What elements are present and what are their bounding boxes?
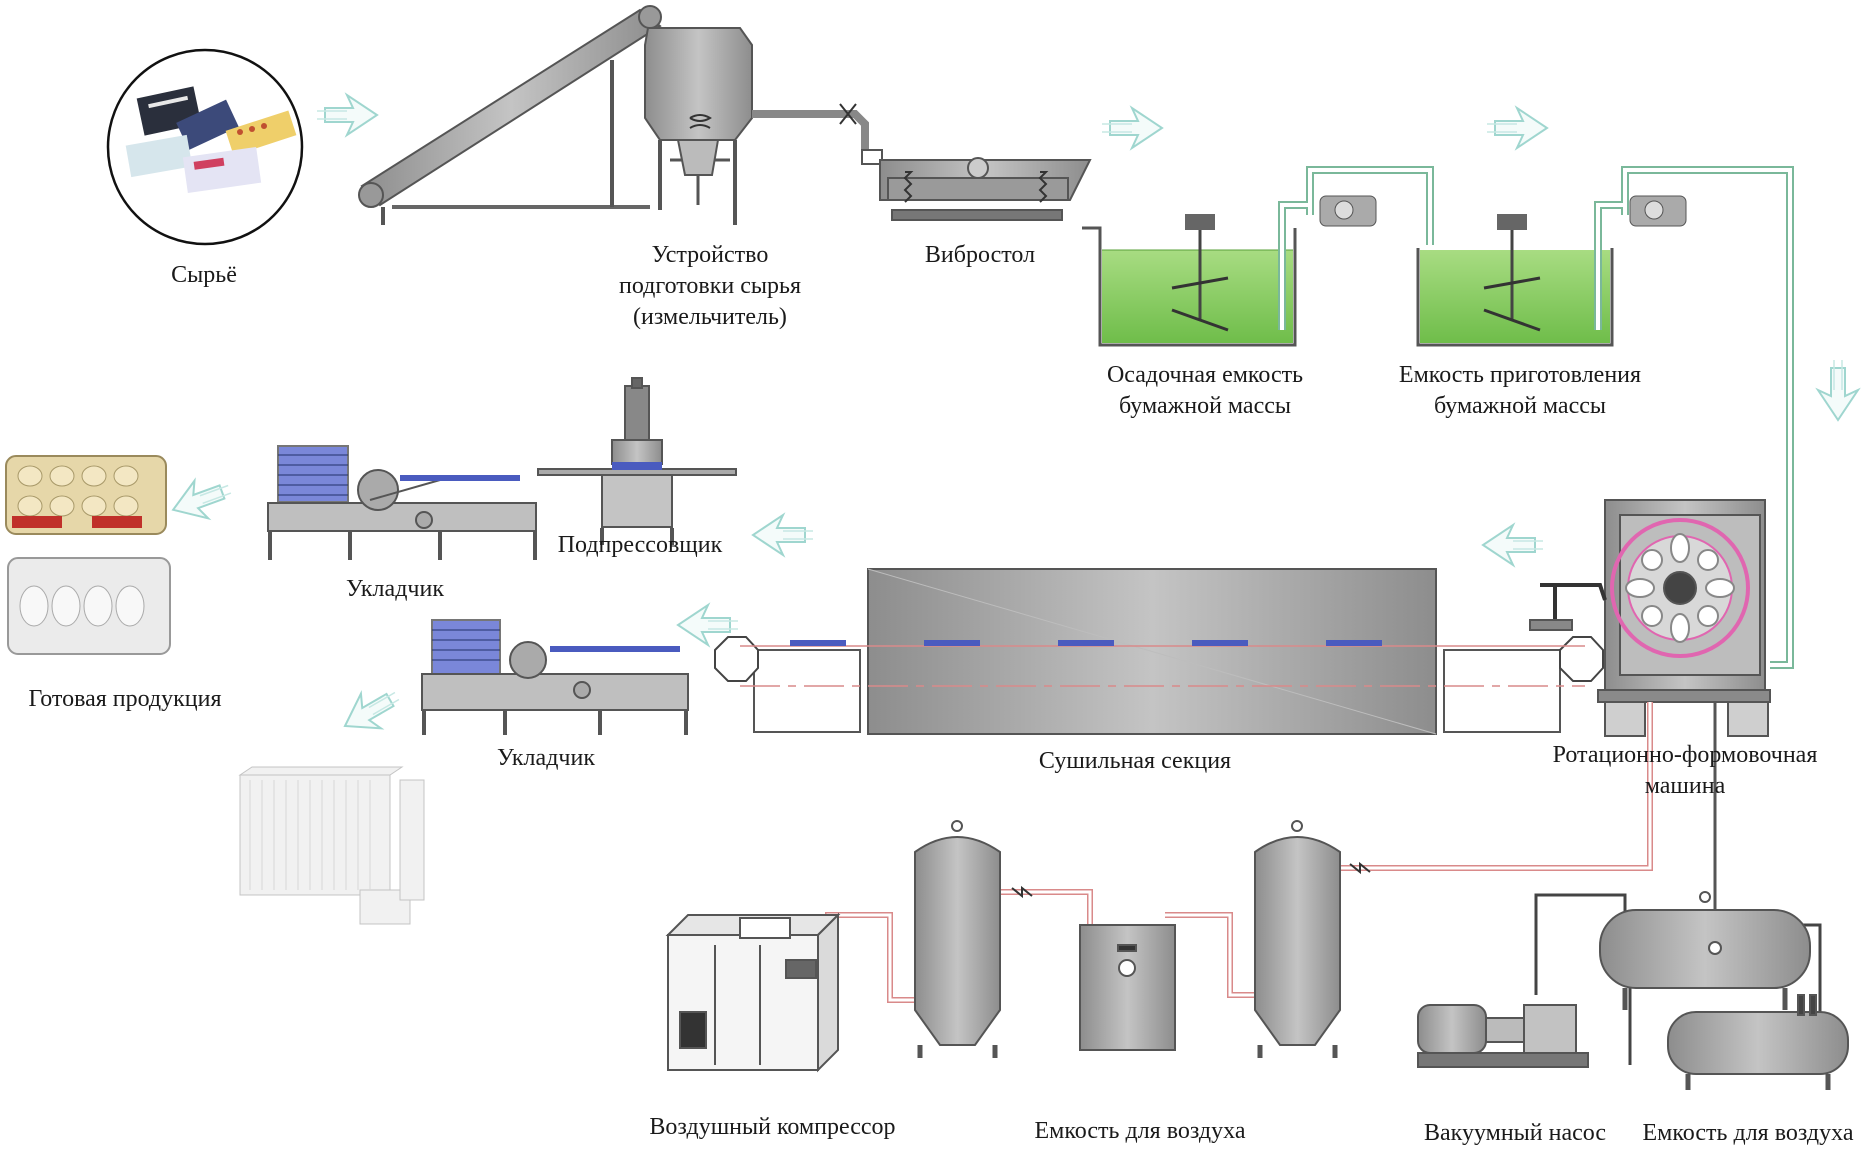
air-tank-right-text: Емкость для воздуха [1642,1120,1854,1146]
arrow-right-icon [1101,107,1163,149]
finished-products-label: Готовая продукция [10,684,240,715]
air-tank-mid-text: Емкость для воздуха [1034,1118,1246,1144]
air-compressor-text: Воздушный компрессор [649,1114,896,1140]
arrow-down-icon [1817,359,1859,421]
settling-tank-label: Осадочная емкость бумажной массы [1080,360,1330,422]
rotary-forming-machine [1529,499,1771,925]
crusher-assembly [358,5,869,225]
raw-material-illustration [106,48,304,246]
arrow-left-icon [165,469,238,530]
crusher-text-line3: (измельчитель) [633,304,787,330]
crusher-label: Устройство подготовки сырья (измельчител… [580,240,840,333]
arrow-left-icon [1482,524,1544,566]
drying-section-oven [714,568,1604,735]
vacuum-pump-label: Вакуумный насос [1405,1118,1625,1149]
air-tank-mid-label: Емкость для воздуха [1000,1116,1280,1147]
air-compressor-label: Воздушный компрессор [625,1112,920,1143]
stacker-top-label: Укладчик [325,574,465,605]
crusher-text-line1: Устройство [651,242,769,268]
settling-tank-text-line1: Осадочная емкость [1106,362,1304,388]
vacuum-pump-text: Вакуумный насос [1423,1120,1607,1146]
hot-press-text: Подпрессовщик [557,532,723,558]
stacker-bottom-machine [421,619,689,735]
crusher-text-line2: подготовки сырья [618,273,802,299]
settling-tank [1082,166,1434,347]
pulp-prep-tank [1416,166,1794,669]
finished-products-illustration [5,455,425,925]
settling-tank-text-line2: бумажной массы [1118,393,1292,419]
vibro-table-machine [861,149,1092,221]
stacker-top-text: Укладчик [346,576,444,602]
arrow-right-icon [1486,107,1548,149]
drying-section-text: Сушильная секция [1038,748,1232,774]
arrow-right-icon [316,94,378,136]
rotary-machine-text-line2: машина [1644,773,1726,799]
hot-press-machine [537,377,737,545]
raw-material-text: Сырьё [171,262,237,288]
finished-products-text: Готовая продукция [28,686,222,712]
air-tank-right-label: Емкость для воздуха [1628,1118,1868,1149]
vibro-table-label: Вибростол [900,240,1060,271]
vibro-table-text: Вибростол [924,242,1036,268]
vacuum-system [1417,891,1849,1090]
stacker-top-machine [267,445,537,560]
stacker-bottom-label: Укладчик [476,743,616,774]
pulp-prep-tank-text-line2: бумажной массы [1433,393,1607,419]
pulp-prep-tank-label: Емкость приготовления бумажной массы [1375,360,1665,422]
rotary-machine-label: Ротационно-формовочная машина [1535,740,1835,802]
arrow-left-icon [752,514,814,556]
air-system [665,702,1653,1073]
hot-press-label: Подпрессовщик [540,530,740,561]
drying-section-label: Сушильная секция [1000,746,1270,777]
arrow-left-icon [333,677,408,745]
stacker-bottom-text: Укладчик [497,745,595,771]
raw-material-label: Сырьё [154,260,254,291]
pulp-prep-tank-text-line1: Емкость приготовления [1398,362,1642,388]
rotary-machine-text-line1: Ротационно-формовочная [1552,742,1818,768]
